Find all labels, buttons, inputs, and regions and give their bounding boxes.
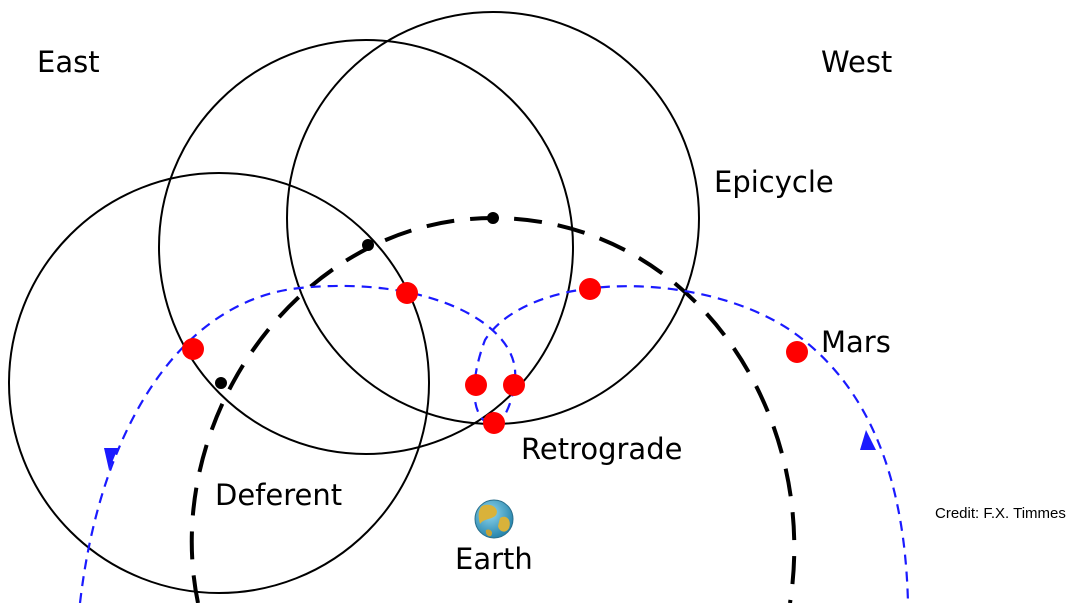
mars-position-dot xyxy=(182,338,204,360)
arrowhead-icon-right xyxy=(860,430,876,450)
mars-label: Mars xyxy=(821,325,891,359)
mars-position-dot xyxy=(786,341,808,363)
epicycle-center-dot xyxy=(362,239,374,251)
earth-label: Earth xyxy=(455,542,533,576)
retrograde-label: Retrograde xyxy=(521,432,682,466)
epicycle-center-dot xyxy=(487,212,499,224)
east-label: East xyxy=(37,45,100,79)
mars-position-dot xyxy=(465,374,487,396)
mars-position-dot xyxy=(483,412,505,434)
mars-position-dot xyxy=(503,374,525,396)
epicycle-label: Epicycle xyxy=(714,165,834,199)
mars-path xyxy=(78,284,910,603)
west-label: West xyxy=(821,45,892,79)
arrowhead-icon-left xyxy=(104,448,118,470)
mars-position-dot xyxy=(396,282,418,304)
deferent-label: Deferent xyxy=(215,478,342,512)
epicycle-circle-left xyxy=(8,172,430,594)
credit-label: Credit: F.X. Timmes xyxy=(935,505,1066,522)
epicycle-circle-middle xyxy=(158,39,574,455)
epicycle-center-dot xyxy=(215,377,227,389)
earth-globe-icon xyxy=(474,499,514,539)
mars-position-dot xyxy=(579,278,601,300)
